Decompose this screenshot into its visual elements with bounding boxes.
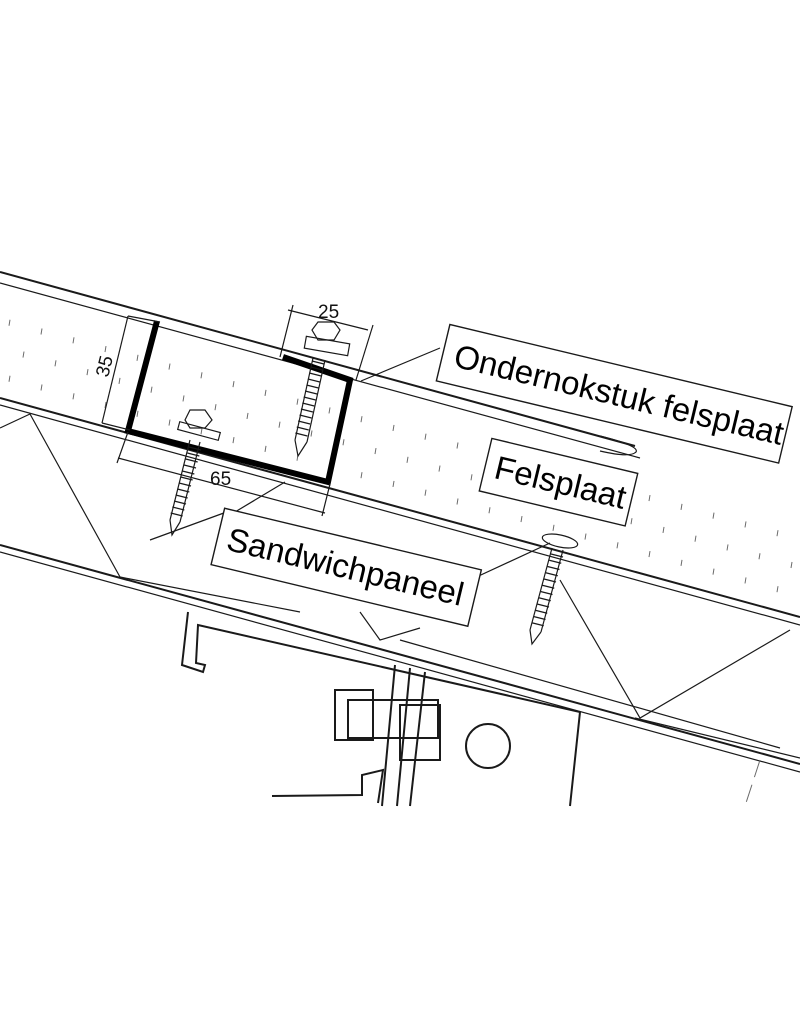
label-ondernokstuk: Ondernokstuk felsplaat	[435, 323, 794, 464]
dimension-35: 35	[92, 315, 161, 431]
screw-right	[529, 533, 579, 646]
dim-65-label: 65	[210, 469, 231, 490]
ondernokstuk-profile	[124, 320, 354, 486]
dimension-25: 25	[279, 302, 374, 381]
screw-middle	[294, 321, 351, 458]
dim-25-label: 25	[318, 302, 339, 323]
label-felsplaat: Felsplaat	[478, 437, 639, 527]
dim-35-label: 35	[92, 354, 117, 380]
steel-purlin	[180, 611, 761, 807]
screw-left	[169, 409, 222, 537]
leader-lines	[149, 347, 551, 581]
sandwichpaneel-panel	[0, 413, 800, 773]
dimension-65: 65	[116, 431, 331, 517]
